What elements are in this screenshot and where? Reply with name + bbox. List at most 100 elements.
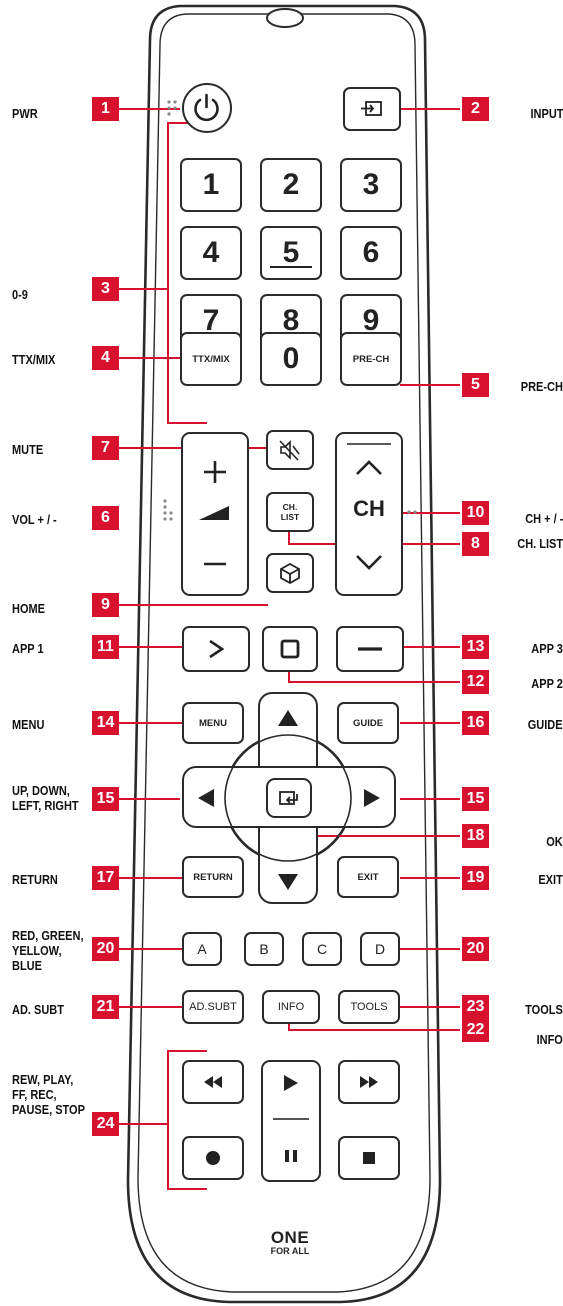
rewind-icon <box>204 1076 222 1088</box>
app2-button[interactable] <box>262 626 318 672</box>
guide-button[interactable]: GUIDE <box>337 702 399 744</box>
fast-forward-button[interactable] <box>338 1060 400 1104</box>
leader-4 <box>118 357 182 359</box>
badge-3: 3 <box>92 277 119 301</box>
label-guide: GUIDE <box>528 718 563 732</box>
braille-dots-icon <box>167 100 177 116</box>
leader-18 <box>288 835 460 837</box>
home-cube-icon <box>280 562 300 584</box>
badge-1: 1 <box>92 97 119 121</box>
ttx-mix-button[interactable]: TTX/MIX <box>180 332 242 386</box>
play-pause-divider <box>273 1118 309 1120</box>
red-a-button[interactable]: A <box>182 932 222 966</box>
key-4[interactable]: 4 <box>180 226 242 280</box>
badge-9: 9 <box>92 593 119 617</box>
menu-button[interactable]: MENU <box>182 702 244 744</box>
label-return: RETURN <box>12 873 58 887</box>
leader-22 <box>288 1029 460 1031</box>
label-colors-3: BLUE <box>12 959 42 973</box>
rewind-button[interactable] <box>182 1060 244 1104</box>
green-b-button[interactable]: B <box>244 932 284 966</box>
dpad-right[interactable] <box>362 787 382 809</box>
label-transport-1: REW, PLAY, <box>12 1073 74 1087</box>
key-0[interactable]: 0 <box>260 332 322 386</box>
volume-icons <box>199 461 229 566</box>
badge-14: 14 <box>92 711 119 735</box>
channel-rocker[interactable]: CH <box>335 432 403 596</box>
ir-window <box>266 8 304 28</box>
key-2[interactable]: 2 <box>260 158 322 212</box>
key-3[interactable]: 3 <box>340 158 402 212</box>
ad-subt-button[interactable]: AD.SUBT <box>182 990 244 1024</box>
pause-button[interactable] <box>280 1146 302 1166</box>
label-ch: CH + / - <box>524 512 563 526</box>
leader-9 <box>118 604 268 606</box>
leader-22-stub <box>288 1020 290 1030</box>
dpad-down[interactable] <box>276 872 300 892</box>
key-6[interactable]: 6 <box>340 226 402 280</box>
leader-24-bracket <box>167 1050 169 1190</box>
label-menu: MENU <box>12 718 45 732</box>
badge-4: 4 <box>92 346 119 370</box>
label-mute: MUTE <box>12 443 44 457</box>
dpad-ring-inner <box>224 734 352 862</box>
badge-24: 24 <box>92 1112 119 1136</box>
label-prech: PRE-CH <box>520 380 563 394</box>
yellow-c-button[interactable]: C <box>302 932 342 966</box>
play-button[interactable] <box>280 1073 302 1093</box>
record-button[interactable] <box>182 1136 244 1180</box>
pre-ch-button[interactable]: PRE-CH <box>340 332 402 386</box>
dpad-left[interactable] <box>196 787 216 809</box>
label-arrows-2: LEFT, RIGHT <box>12 799 79 813</box>
leader-24-bottom <box>167 1188 207 1190</box>
remote-inner-shell <box>137 13 431 1293</box>
leader-3-bracket <box>167 122 169 424</box>
tools-button[interactable]: TOOLS <box>338 990 400 1024</box>
badge-12: 12 <box>462 670 489 694</box>
record-icon <box>206 1151 220 1165</box>
input-button[interactable] <box>343 87 401 131</box>
mute-button[interactable] <box>266 430 314 470</box>
leader-21 <box>118 1006 182 1008</box>
remote-outer-shell <box>126 4 442 1304</box>
leader-24-top <box>167 1050 207 1052</box>
volume-rocker[interactable] <box>181 432 249 596</box>
ch-list-button[interactable]: CH. LIST <box>266 492 314 532</box>
badge-17: 17 <box>92 866 119 890</box>
return-button[interactable]: RETURN <box>182 856 244 898</box>
badge-20-right: 20 <box>462 937 489 961</box>
dpad-up[interactable] <box>276 708 300 728</box>
arrow-down-icon <box>278 874 298 890</box>
ok-button[interactable] <box>266 778 312 818</box>
leader-20-right <box>400 948 460 950</box>
label-app3: APP 3 <box>531 642 563 656</box>
blue-d-button[interactable]: D <box>360 932 400 966</box>
badge-19: 19 <box>462 866 489 890</box>
label-app2: APP 2 <box>531 677 563 691</box>
key-5[interactable]: 5 <box>260 226 322 280</box>
badge-6: 6 <box>92 506 119 530</box>
leader-8-stub <box>288 530 290 544</box>
badge-20-left: 20 <box>92 937 119 961</box>
pause-icon <box>285 1150 297 1162</box>
badge-2: 2 <box>462 97 489 121</box>
stop-button[interactable] <box>338 1136 400 1180</box>
key-1[interactable]: 1 <box>180 158 242 212</box>
label-transport-3: PAUSE, STOP <box>12 1103 85 1117</box>
leader-15-left <box>118 798 180 800</box>
power-button[interactable] <box>182 83 232 133</box>
badge-22: 22 <box>462 1018 489 1042</box>
arrow-right-icon <box>364 789 380 807</box>
exit-button[interactable]: EXIT <box>337 856 399 898</box>
info-button[interactable]: INFO <box>262 990 320 1024</box>
label-chlist: CH. LIST <box>517 537 563 551</box>
label-app1: APP 1 <box>12 642 44 656</box>
app3-button[interactable] <box>336 626 404 672</box>
app1-button[interactable] <box>182 626 250 672</box>
leader-15-right <box>400 798 460 800</box>
leader-1 <box>118 108 180 110</box>
leader-17 <box>118 877 182 879</box>
home-button[interactable] <box>266 553 314 593</box>
label-colors-2: YELLOW, <box>12 944 62 958</box>
